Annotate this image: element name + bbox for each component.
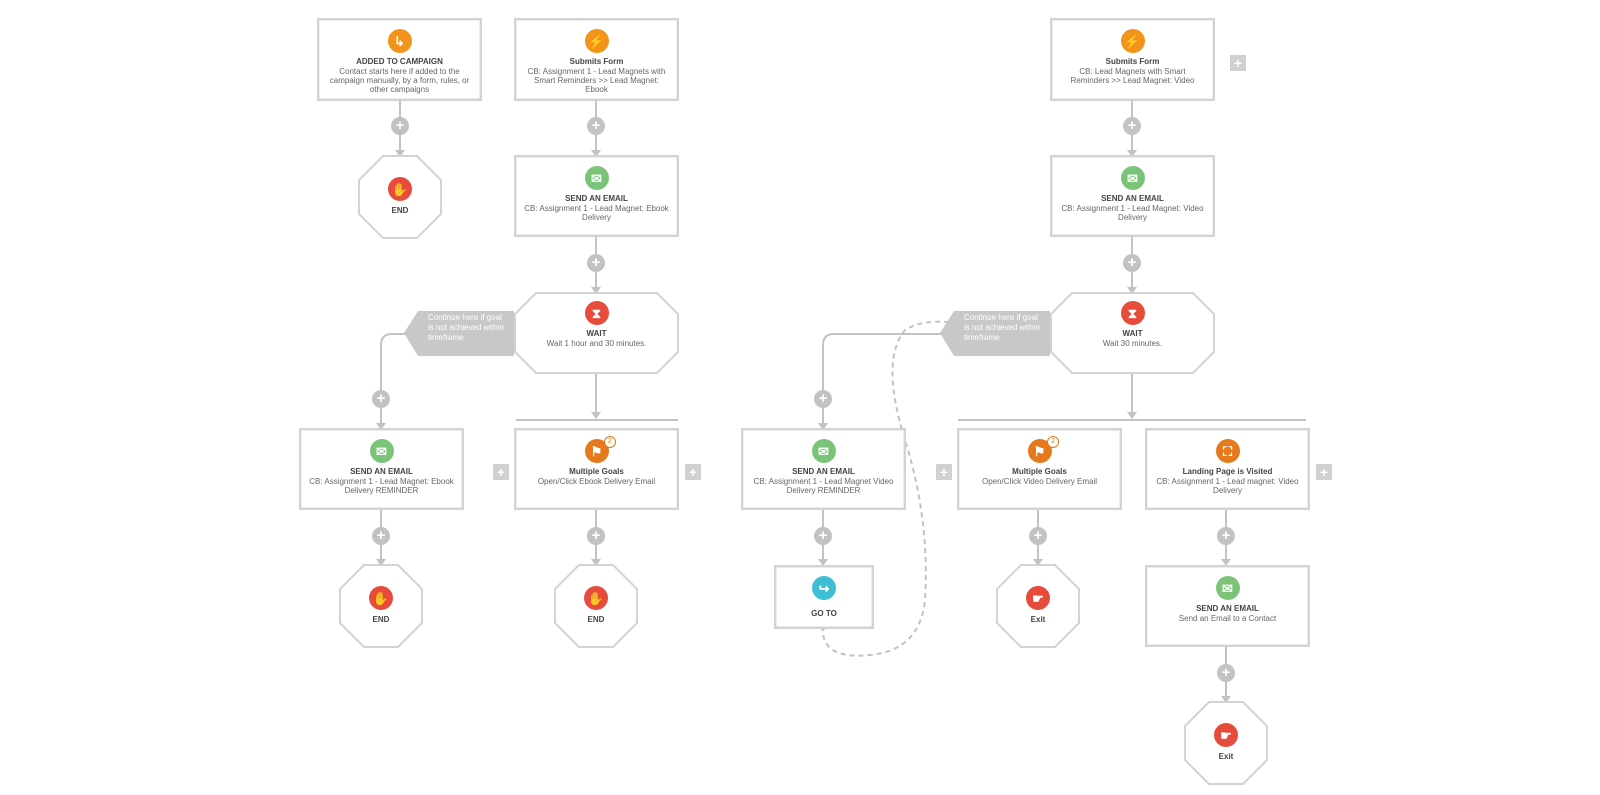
continue-tag-shape [940,311,1052,356]
landing-page-visited-node[interactable]: ⛶ Landing Page is Visited CB: Assignment… [1145,428,1310,510]
node-title: WAIT [586,329,607,338]
stop-hand-icon: ✋ [369,586,393,610]
email-icon: ✉ [584,166,609,190]
node-description: CB: Lead Magnets with Smart Reminders >>… [1070,67,1195,85]
node-description: CB: Assignment 1 - Lead Magnet: Ebook De… [524,204,669,222]
node-description: Send an Email to a Contact [1178,614,1277,623]
add-goal-left-button[interactable]: + [936,464,952,480]
lightning-icon: ⚡ [584,29,609,53]
add-goal-right-button[interactable]: + [685,464,701,480]
exit-node-1[interactable]: ☛ Exit [996,564,1080,648]
node-title: Submits Form [1105,57,1160,66]
continue-tag-ebook: Continue here if goal is not achieved wi… [428,313,505,342]
node-title: WAIT [1122,329,1143,338]
add-step-button[interactable]: + [814,527,832,545]
node-title: SEND AN EMAIL [565,194,628,203]
goal-count-badge: 2 [604,436,616,448]
continue-tag-video: Continue here if goal is not achieved wi… [964,313,1041,342]
wait-video-node[interactable]: ⧗ WAIT Wait 30 minutes. [1050,292,1215,374]
hourglass-icon: ⧗ [584,301,609,325]
email-icon: ✉ [811,439,836,463]
add-step-button[interactable]: + [587,254,605,272]
add-step-button[interactable]: + [372,390,390,408]
add-step-button[interactable]: + [1029,527,1047,545]
add-step-button[interactable]: + [1123,254,1141,272]
node-title: ADDED TO CAMPAIGN [356,57,443,66]
continue-tag-shape [404,311,516,356]
wait-ebook-node[interactable]: ⧗ WAIT Wait 1 hour and 30 minutes. [514,292,679,374]
added-to-campaign-node[interactable]: ↳ ADDED TO CAMPAIGN Contact starts here … [317,18,482,101]
exit-hand-icon: ☛ [1026,586,1050,610]
send-email-ebook-reminder-node[interactable]: ✉ SEND AN EMAIL CB: Assignment 1 - Lead … [299,428,464,510]
add-step-button[interactable]: + [587,527,605,545]
flag-icon: ⚑ [1027,439,1052,463]
goal-count-badge: 2 [1047,436,1059,448]
page-visit-icon: ⛶ [1215,439,1240,463]
submits-form-ebook-node[interactable]: ⚡ Submits Form CB: Assignment 1 - Lead M… [514,18,679,101]
submits-form-video-node[interactable]: ⚡ Submits Form CB: Lead Magnets with Sma… [1050,18,1215,101]
node-description: Wait 1 hour and 30 minutes. [546,339,647,348]
node-title: Submits Form [569,57,624,66]
add-step-button[interactable]: + [1123,117,1141,135]
node-description: CB: Assignment 1 - Lead Magnet: Ebook De… [309,477,454,495]
node-title: END [391,206,409,215]
stop-hand-icon: ✋ [584,586,608,610]
email-icon: ✉ [1215,576,1240,600]
add-step-button[interactable]: + [391,117,409,135]
hourglass-icon: ⧗ [1120,301,1145,325]
multiple-goals-video-node[interactable]: ⚑ 2 Multiple Goals Open/Click Video Deli… [957,428,1122,510]
wait-shape [1050,292,1215,374]
wait-shape [514,292,679,374]
end-node-3[interactable]: ✋ END [554,564,638,648]
node-title: Multiple Goals [1012,467,1067,476]
email-icon: ✉ [369,439,394,463]
add-step-button[interactable]: + [1217,664,1235,682]
node-description: Wait 30 minutes. [1102,339,1163,348]
node-title: SEND AN EMAIL [792,467,855,476]
add-step-button[interactable]: + [587,117,605,135]
node-title: SEND AN EMAIL [350,467,413,476]
add-step-button[interactable]: + [814,390,832,408]
multiple-goals-ebook-node[interactable]: ⚑ 2 Multiple Goals Open/Click Ebook Deli… [514,428,679,510]
node-description: CB: Assignment 1 - Lead Magnets with Sma… [527,67,666,94]
node-title: SEND AN EMAIL [1101,194,1164,203]
end-node-2[interactable]: ✋ END [339,564,423,648]
send-email-video-node[interactable]: ✉ SEND AN EMAIL CB: Assignment 1 - Lead … [1050,155,1215,237]
send-email-contact-node[interactable]: ✉ SEND AN EMAIL Send an Email to a Conta… [1145,565,1310,647]
exit-hand-icon: ☛ [1214,723,1238,747]
add-goal-left-button[interactable]: + [493,464,509,480]
node-description: Open/Click Video Delivery Email [981,477,1097,486]
lightning-icon: ⚡ [1120,29,1145,53]
enter-arrow-icon: ↳ [387,29,412,53]
node-title: SEND AN EMAIL [1196,604,1259,613]
add-branch-button[interactable]: + [1230,55,1246,71]
node-description: Contact starts here if added to the camp… [329,67,470,94]
send-email-video-reminder-node[interactable]: ✉ SEND AN EMAIL CB: Assignment 1 - Lead … [741,428,906,510]
goto-node[interactable]: ↪ GO TO [774,565,874,629]
end-node-1[interactable]: ✋ END [358,155,442,239]
node-description: Open/Click Ebook Delivery Email [537,477,656,486]
node-title: GO TO [811,609,837,618]
node-title: END [587,615,605,624]
exit-node-2[interactable]: ☛ Exit [1184,701,1268,785]
add-step-button[interactable]: + [372,527,390,545]
node-description: CB: Assignment 1 - Lead Magnet Video Del… [753,477,894,495]
node-title: Exit [1030,615,1046,624]
node-title: END [372,615,390,624]
add-goal-right-button[interactable]: + [1316,464,1332,480]
node-description: CB: Assignment 1 - Lead magnet: Video De… [1156,477,1299,495]
email-icon: ✉ [1120,166,1145,190]
node-title: Landing Page is Visited [1182,467,1273,476]
goto-arrow-icon: ↪ [812,576,836,600]
add-step-button[interactable]: + [1217,527,1235,545]
node-description: CB: Assignment 1 - Lead Magnet: Video De… [1061,204,1204,222]
node-title: Multiple Goals [569,467,624,476]
stop-hand-icon: ✋ [388,177,412,201]
send-email-ebook-node[interactable]: ✉ SEND AN EMAIL CB: Assignment 1 - Lead … [514,155,679,237]
node-title: Exit [1218,752,1234,761]
